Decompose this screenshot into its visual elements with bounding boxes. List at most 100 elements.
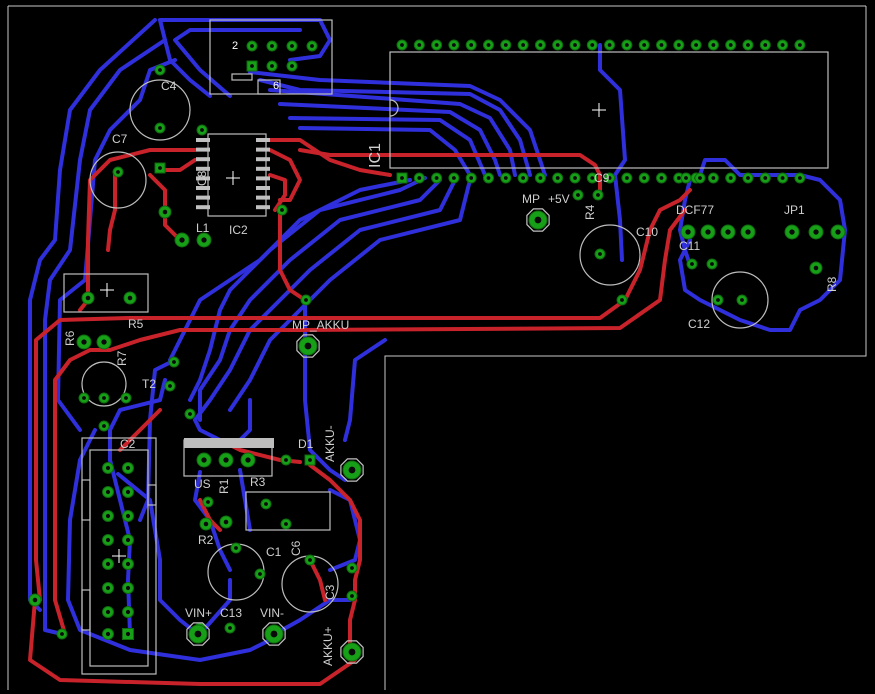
via bbox=[28, 593, 42, 607]
via bbox=[694, 172, 706, 184]
c3-pin bbox=[346, 562, 358, 574]
mp-testpoint-pad bbox=[528, 210, 548, 230]
vin-plus-label: VIN+ bbox=[185, 606, 213, 620]
ic1-pin-bottom bbox=[638, 172, 650, 184]
mp-testpoint bbox=[526, 208, 550, 232]
ic1-pin-bottom bbox=[500, 172, 512, 184]
ic2-smd-pad bbox=[196, 205, 210, 210]
ic1-pin-bottom bbox=[413, 172, 425, 184]
us-pin bbox=[196, 452, 212, 468]
r7-pin bbox=[96, 334, 112, 350]
c13-pin bbox=[224, 622, 236, 634]
d1-pin bbox=[304, 454, 316, 466]
ic1-pin-top bbox=[621, 39, 633, 51]
vin-plus-testpoint bbox=[186, 622, 210, 646]
ic2-smd-pad bbox=[256, 205, 270, 210]
r8-pin bbox=[809, 261, 823, 275]
vin-minus-testpoint bbox=[262, 622, 286, 646]
ic1-pin-bottom bbox=[483, 172, 494, 184]
c11-pin bbox=[686, 258, 698, 270]
connector-pin bbox=[102, 462, 114, 474]
us-pin bbox=[218, 452, 234, 468]
ic1-pin-top bbox=[569, 39, 581, 51]
r2-pin bbox=[199, 517, 213, 531]
t2-pin bbox=[98, 392, 110, 404]
silkscreen bbox=[63, 19, 829, 675]
akku-minus-testpoint bbox=[340, 458, 364, 482]
c8-pin bbox=[158, 205, 172, 219]
ic2-smd-pad bbox=[256, 186, 270, 190]
ic1-pin-top bbox=[465, 39, 477, 51]
dcf77-pin bbox=[720, 224, 736, 240]
ic1-pin-bottom bbox=[431, 172, 443, 184]
header-pin bbox=[286, 40, 298, 52]
ic1-pin-bottom bbox=[552, 172, 564, 184]
ic1-pin-bottom bbox=[517, 172, 529, 184]
ic1-pin-bottom bbox=[656, 172, 667, 184]
r2-pin bbox=[219, 515, 233, 529]
r3-label: R3 bbox=[250, 475, 266, 489]
dcf77-label: DCF77 bbox=[676, 203, 715, 217]
header-pin-1 bbox=[246, 60, 258, 72]
ic2-smd-pad bbox=[256, 138, 270, 142]
via bbox=[56, 628, 68, 640]
c7-label: C7 bbox=[112, 132, 128, 146]
ic2-label: IC2 bbox=[229, 223, 248, 237]
r3-pin bbox=[260, 498, 272, 510]
via bbox=[184, 408, 196, 420]
connector-pin bbox=[122, 606, 134, 618]
ic2-smd-pad bbox=[256, 176, 270, 181]
connector-pin bbox=[122, 534, 134, 546]
ic1-pin-bottom bbox=[465, 172, 477, 184]
c10-pin bbox=[594, 248, 606, 260]
c6-pin bbox=[304, 554, 316, 566]
ic1-pin-top bbox=[448, 39, 460, 51]
c11-label: C11 bbox=[679, 239, 701, 253]
connector-pin bbox=[102, 558, 114, 570]
ic1-pin-bottom bbox=[707, 172, 719, 184]
jp1-label: JP1 bbox=[784, 203, 805, 217]
jp1-pin bbox=[784, 224, 800, 240]
r4-pin bbox=[572, 189, 584, 201]
smd-pads bbox=[196, 138, 270, 210]
r5-pin bbox=[123, 291, 137, 305]
akku-plus-testpoint-pad bbox=[342, 642, 362, 662]
ic1-pin-top bbox=[604, 39, 616, 51]
l1-pin bbox=[196, 232, 212, 248]
r1-pin bbox=[202, 496, 214, 508]
akku-plus-testpoint bbox=[340, 640, 364, 664]
vin-minus-testpoint-pad bbox=[264, 624, 284, 644]
ic1-pin-bottom bbox=[534, 172, 546, 184]
vin-plus-testpoint-pad bbox=[188, 624, 208, 644]
ic1-pin-top bbox=[483, 39, 494, 51]
mp-plus5v-label: +5V bbox=[548, 192, 570, 206]
header-pin bbox=[286, 60, 298, 72]
connector-pin bbox=[122, 582, 134, 594]
ic1-pin-bottom bbox=[621, 172, 633, 184]
c10-pin bbox=[616, 294, 628, 306]
ic1-pin-top bbox=[517, 39, 529, 51]
r8-label: R8 bbox=[825, 276, 839, 292]
ic1-pin-top bbox=[552, 39, 564, 51]
c2-label: C2 bbox=[120, 437, 136, 451]
c6-label: C6 bbox=[289, 540, 303, 556]
ic1-pin-top bbox=[690, 39, 702, 51]
ic1-pin-bottom bbox=[569, 172, 581, 184]
ic1-pin-top bbox=[742, 39, 754, 51]
d1-label: D1 bbox=[298, 437, 314, 451]
ic2-smd-pad bbox=[196, 138, 210, 142]
connector-pin bbox=[102, 486, 114, 498]
r7-label: R7 bbox=[115, 350, 129, 366]
ic1-pin-top bbox=[707, 39, 719, 51]
mp-label: MP bbox=[522, 192, 540, 206]
connector-pin bbox=[122, 558, 134, 570]
c4-pin bbox=[154, 64, 166, 76]
c1-pin bbox=[230, 542, 242, 554]
vin-minus-label: VIN- bbox=[260, 606, 284, 620]
r6-pin bbox=[76, 334, 92, 350]
ic2-smd-pad bbox=[196, 157, 210, 162]
pads bbox=[28, 39, 846, 664]
dcf77-pin bbox=[740, 224, 756, 240]
ic1-pin-top bbox=[500, 39, 512, 51]
via bbox=[98, 420, 110, 432]
